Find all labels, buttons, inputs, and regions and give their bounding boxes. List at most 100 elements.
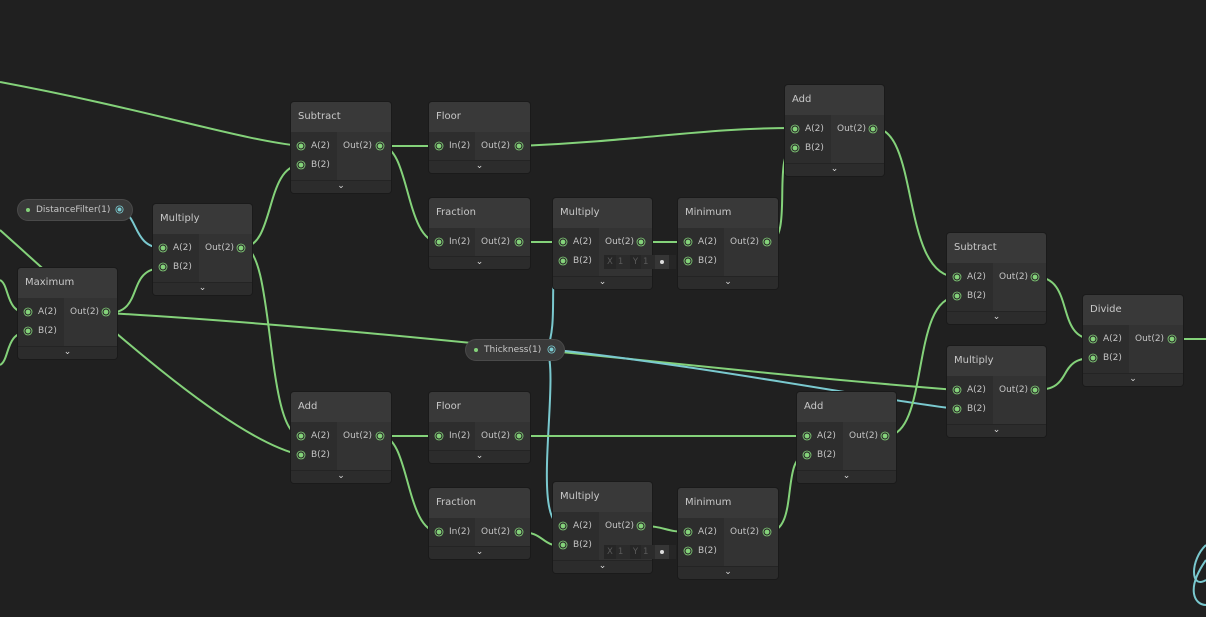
port-dot-icon[interactable] — [436, 239, 442, 245]
output-port[interactable]: Out(2) — [337, 427, 391, 446]
port-dot-icon[interactable] — [549, 347, 554, 352]
expand-button[interactable]: ⌄ — [291, 180, 391, 193]
expand-button[interactable]: ⌄ — [153, 282, 252, 295]
port-dot-icon[interactable] — [764, 529, 770, 535]
port-dot-icon[interactable] — [804, 433, 810, 439]
node-title[interactable]: Multiply — [553, 198, 652, 228]
input-port[interactable]: B(2) — [553, 252, 599, 271]
output-port[interactable]: Out(2) — [199, 239, 252, 258]
port-dot-icon[interactable] — [298, 162, 304, 168]
port-dot-icon[interactable] — [160, 245, 166, 251]
output-port[interactable]: Out(2) — [475, 523, 530, 542]
expand-button[interactable]: ⌄ — [291, 470, 391, 483]
node-title[interactable]: Floor — [429, 392, 530, 422]
port-dot-icon[interactable] — [804, 452, 810, 458]
input-port[interactable]: A(2) — [553, 233, 599, 252]
port-dot-icon[interactable] — [560, 239, 566, 245]
port-dot-icon[interactable] — [298, 143, 304, 149]
expand-button[interactable]: ⌄ — [947, 311, 1046, 324]
input-port[interactable]: A(2) — [797, 427, 843, 446]
output-port[interactable]: Out(2) — [831, 120, 884, 139]
input-port[interactable]: B(2) — [291, 446, 337, 465]
expand-button[interactable]: ⌄ — [947, 424, 1046, 437]
input-port[interactable]: In(2) — [429, 427, 475, 446]
port-dot-icon[interactable] — [882, 433, 888, 439]
y-field[interactable]: 1 — [641, 545, 656, 559]
port-dot-icon[interactable] — [685, 258, 691, 264]
port-dot-icon[interactable] — [298, 433, 304, 439]
port-dot-icon[interactable] — [377, 143, 383, 149]
port-dot-icon[interactable] — [1090, 336, 1096, 342]
input-port[interactable]: B(2) — [947, 400, 993, 419]
port-dot-icon[interactable] — [638, 239, 644, 245]
port-dot-icon[interactable] — [870, 126, 876, 132]
node-title[interactable]: Multiply — [947, 346, 1046, 376]
output-port[interactable]: Out(2) — [337, 137, 391, 156]
port-dot-icon[interactable] — [377, 433, 383, 439]
node-title[interactable]: Fraction — [429, 198, 530, 228]
input-port[interactable]: A(2) — [947, 268, 993, 287]
port-dot-icon[interactable] — [685, 239, 691, 245]
port-dot-icon[interactable] — [1032, 387, 1038, 393]
default-value-port[interactable] — [655, 255, 670, 269]
port-dot-icon[interactable] — [298, 452, 304, 458]
port-dot-icon[interactable] — [638, 523, 644, 529]
expand-button[interactable]: ⌄ — [553, 276, 652, 289]
property-distance-filter[interactable]: DistanceFilter(1) — [17, 199, 133, 221]
expand-button[interactable]: ⌄ — [429, 450, 530, 463]
expand-button[interactable]: ⌄ — [429, 160, 530, 173]
input-port[interactable]: B(2) — [553, 536, 599, 555]
port-dot-icon[interactable] — [516, 529, 522, 535]
port-dot-icon[interactable] — [954, 293, 960, 299]
port-dot-icon[interactable] — [954, 274, 960, 280]
x-field[interactable]: 1 — [615, 545, 630, 559]
output-port[interactable]: Out(2) — [475, 233, 530, 252]
expand-button[interactable]: ⌄ — [678, 276, 778, 289]
node-title[interactable]: Minimum — [678, 198, 778, 228]
input-port[interactable]: B(2) — [153, 258, 199, 277]
input-port[interactable]: In(2) — [429, 233, 475, 252]
port-dot-icon[interactable] — [160, 264, 166, 270]
node-title[interactable]: Fraction — [429, 488, 530, 518]
output-port[interactable]: Out(2) — [843, 427, 896, 446]
expand-button[interactable]: ⌄ — [797, 470, 896, 483]
input-port[interactable]: B(2) — [18, 322, 64, 341]
node-title[interactable]: Floor — [429, 102, 530, 132]
node-title[interactable]: Subtract — [947, 233, 1046, 263]
node-title[interactable]: Multiply — [153, 204, 252, 234]
port-dot-icon[interactable] — [560, 542, 566, 548]
port-dot-icon[interactable] — [25, 309, 31, 315]
node-title[interactable]: Divide — [1083, 295, 1183, 325]
output-port[interactable]: Out(2) — [475, 137, 530, 156]
expand-button[interactable]: ⌄ — [1083, 373, 1183, 386]
expand-button[interactable]: ⌄ — [429, 546, 530, 559]
input-port[interactable]: A(2) — [291, 427, 337, 446]
port-dot-icon[interactable] — [516, 143, 522, 149]
input-port[interactable]: B(2) — [785, 139, 831, 158]
input-port[interactable]: B(2) — [1083, 349, 1129, 368]
input-port[interactable]: B(2) — [678, 252, 724, 271]
node-title[interactable]: Add — [785, 85, 884, 115]
x-field[interactable]: 1 — [615, 255, 630, 269]
output-port[interactable]: Out(2) — [993, 268, 1046, 287]
default-value-port[interactable] — [655, 545, 670, 559]
input-port[interactable]: A(2) — [785, 120, 831, 139]
input-port[interactable]: A(2) — [553, 517, 599, 536]
port-dot-icon[interactable] — [560, 523, 566, 529]
output-port[interactable]: Out(2) — [993, 381, 1046, 400]
port-dot-icon[interactable] — [238, 245, 244, 251]
output-port[interactable]: Out(2) — [64, 303, 117, 322]
input-port[interactable]: B(2) — [291, 156, 337, 175]
y-field[interactable]: 1 — [641, 255, 656, 269]
